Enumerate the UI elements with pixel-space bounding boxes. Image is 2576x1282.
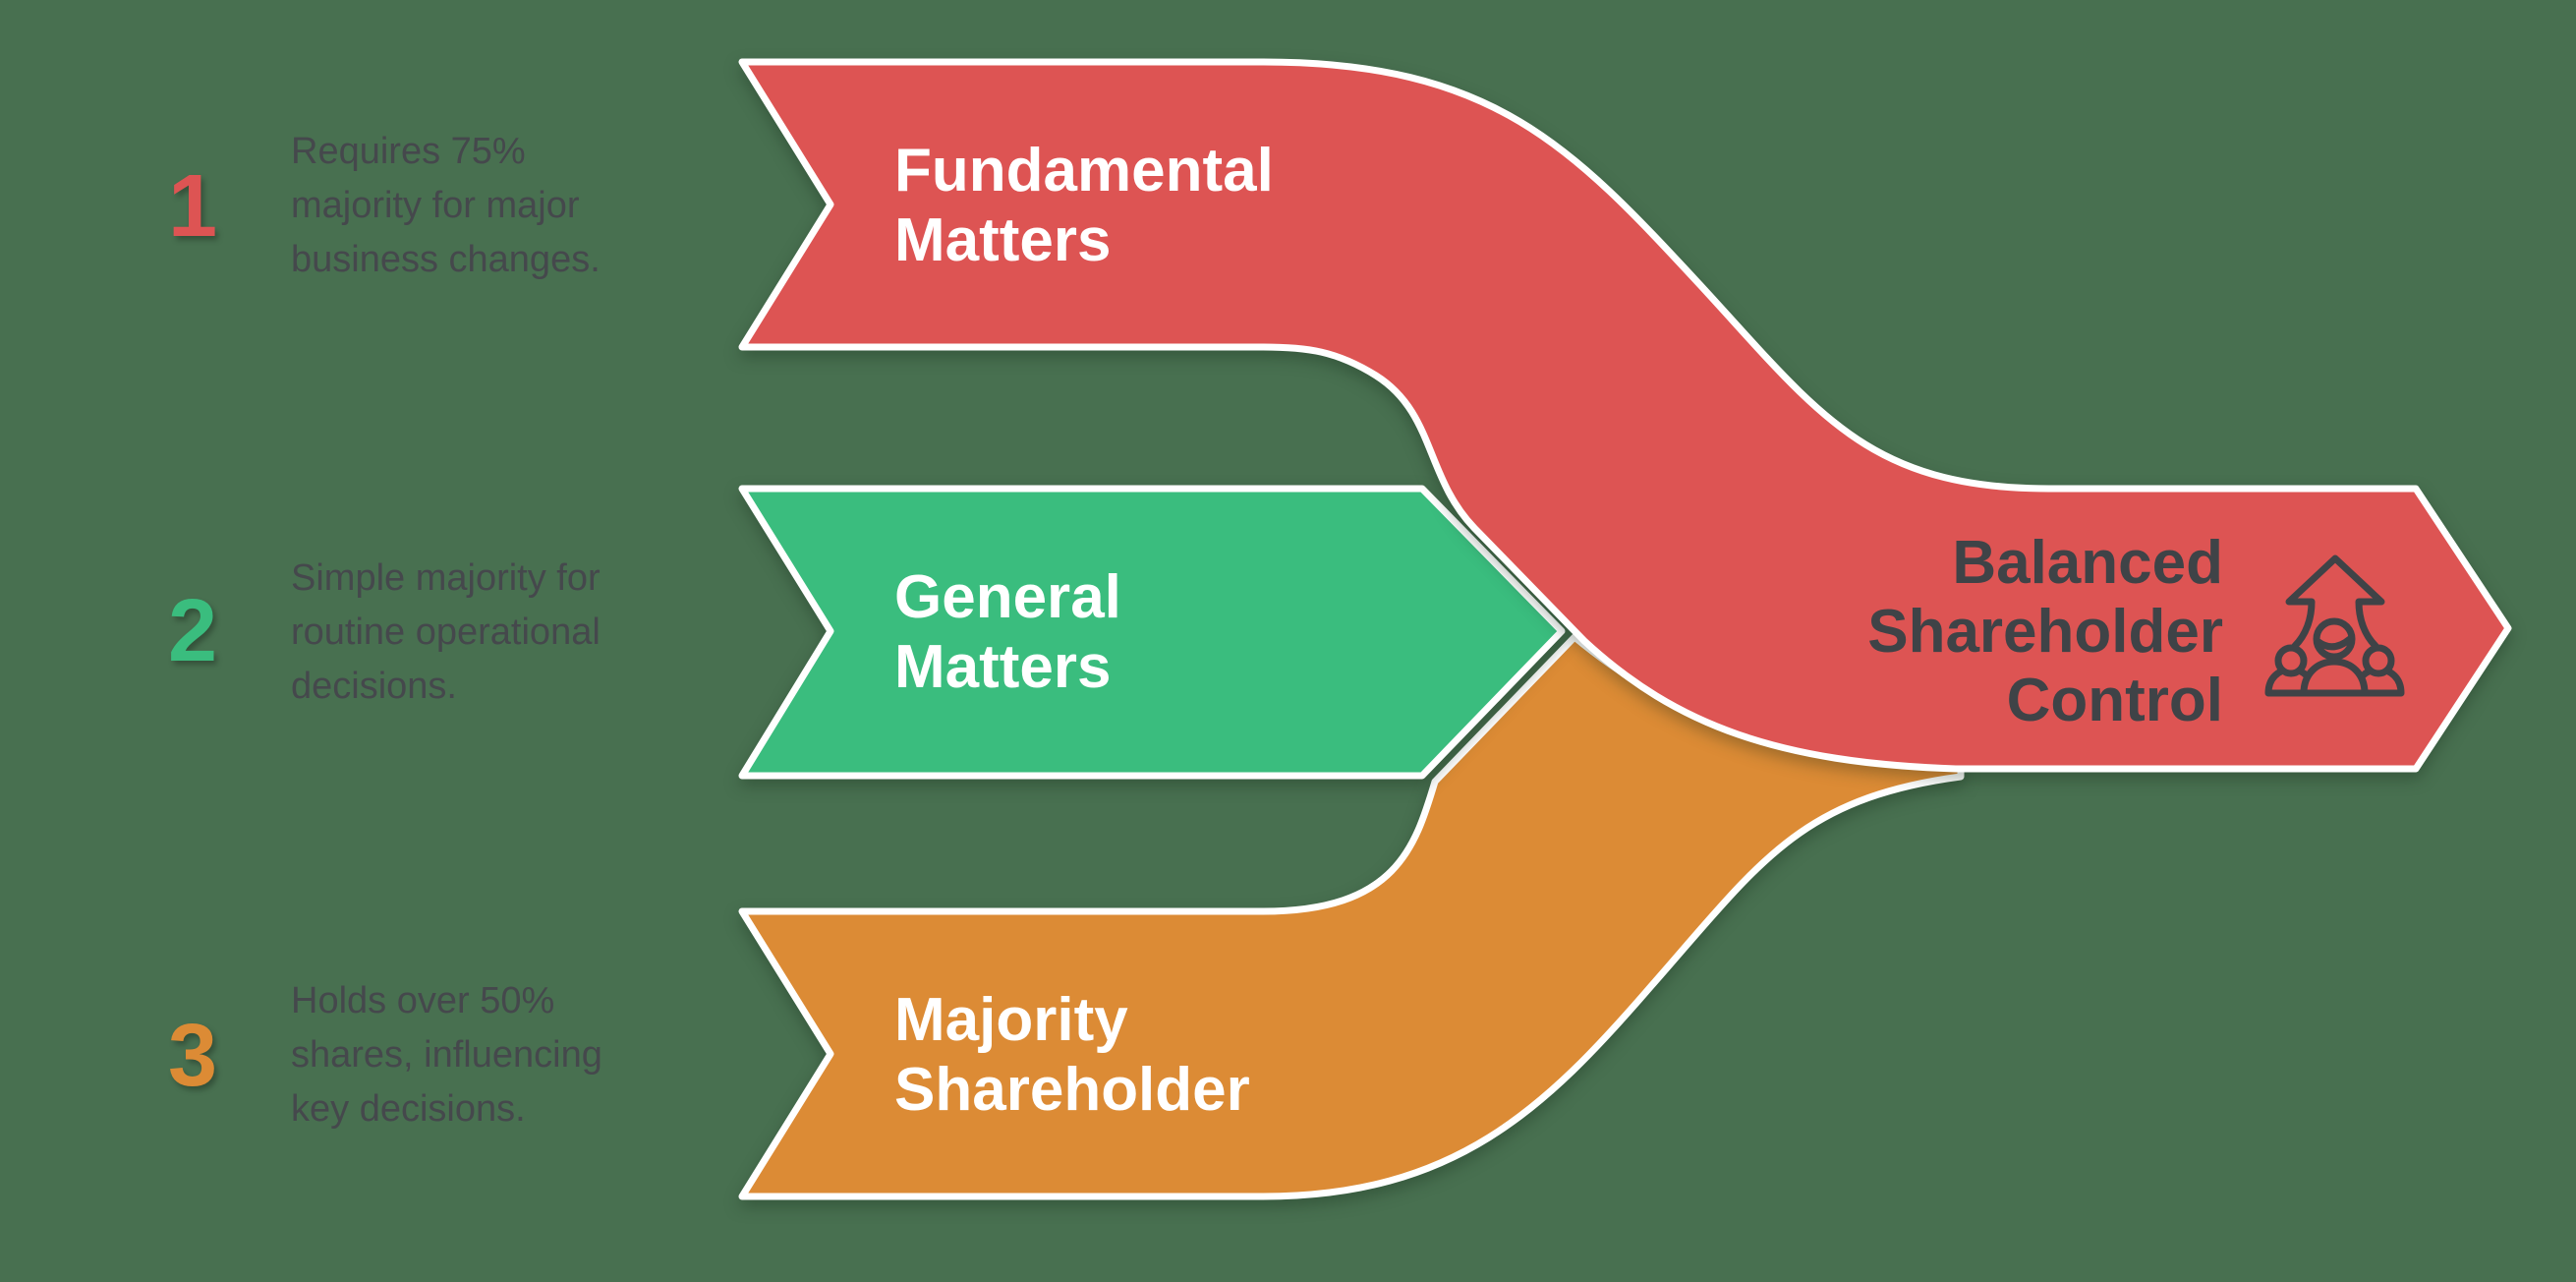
step-1-banner-label-line-2: Matters <box>894 206 1112 274</box>
step-2-description-line-3: decisions. <box>291 666 457 707</box>
growth-arrow-outline <box>2285 554 2385 650</box>
result-label-line-2: Shareholder <box>1867 598 2223 666</box>
step-1-description-line-2: majority for major <box>291 185 580 226</box>
step-3-description-line-2: shares, influencing <box>291 1034 602 1076</box>
step-2-banner-label-line-2: Matters <box>894 633 1112 701</box>
center-person-shoulders <box>2300 658 2369 697</box>
result-label-line-3: Control <box>2007 667 2223 734</box>
step-3-banner-label-line-1: Majority <box>894 986 1128 1054</box>
majority-shareholder-band <box>738 633 1965 1200</box>
step-1-banner-label-line-1: Fundamental <box>894 137 1274 204</box>
step-3-banner-label-line-2: Shareholder <box>894 1056 1250 1124</box>
step-3-number: 3 <box>168 1007 217 1105</box>
step-2-banner-label-line-1: General <box>894 563 1121 631</box>
step-2-number: 2 <box>168 582 217 680</box>
step-1-description-line-3: business changes. <box>291 239 601 280</box>
step-2-description-line-1: Simple majority for <box>291 557 601 599</box>
step-2-description-line-2: routine operational <box>291 612 601 653</box>
step-3-description-line-1: Holds over 50% <box>291 980 554 1021</box>
general-matters-chevron <box>738 485 1566 780</box>
step-1-number: 1 <box>168 157 217 256</box>
step-1-description-line-1: Requires 75% <box>291 131 526 172</box>
center-person-face-line <box>2315 635 2354 651</box>
people-growth-arrow-icon <box>2264 554 2405 697</box>
left-person-head <box>2274 644 2308 677</box>
step-3-description-line-3: key decisions. <box>291 1088 526 1130</box>
fundamental-matters-band-and-result-arrow <box>738 58 2512 773</box>
result-label-line-1: Balanced <box>1952 529 2223 597</box>
right-person-head <box>2362 644 2395 677</box>
